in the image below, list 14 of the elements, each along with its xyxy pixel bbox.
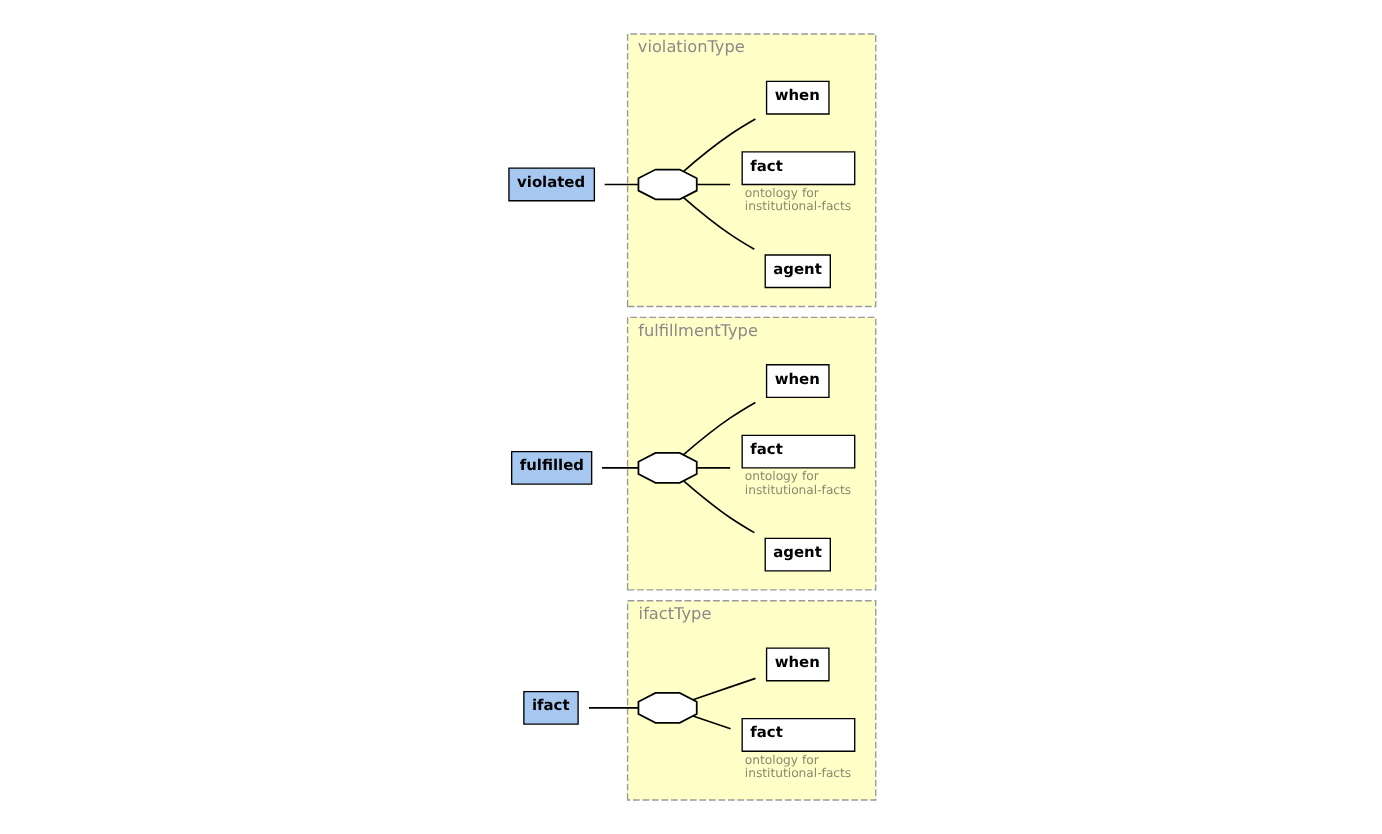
- node-octagon: [636, 692, 697, 724]
- connector: [600, 467, 639, 469]
- connector: [695, 183, 730, 186]
- node-octagon: [636, 452, 697, 484]
- node-octagon: [636, 168, 697, 201]
- connector: [681, 480, 755, 534]
- connector: [695, 467, 730, 469]
- connector: [681, 401, 756, 456]
- connector: [681, 118, 756, 173]
- connector: [587, 707, 639, 709]
- connector: [691, 677, 756, 701]
- connector: [602, 183, 638, 186]
- connector: [691, 715, 731, 730]
- connector: [681, 196, 755, 251]
